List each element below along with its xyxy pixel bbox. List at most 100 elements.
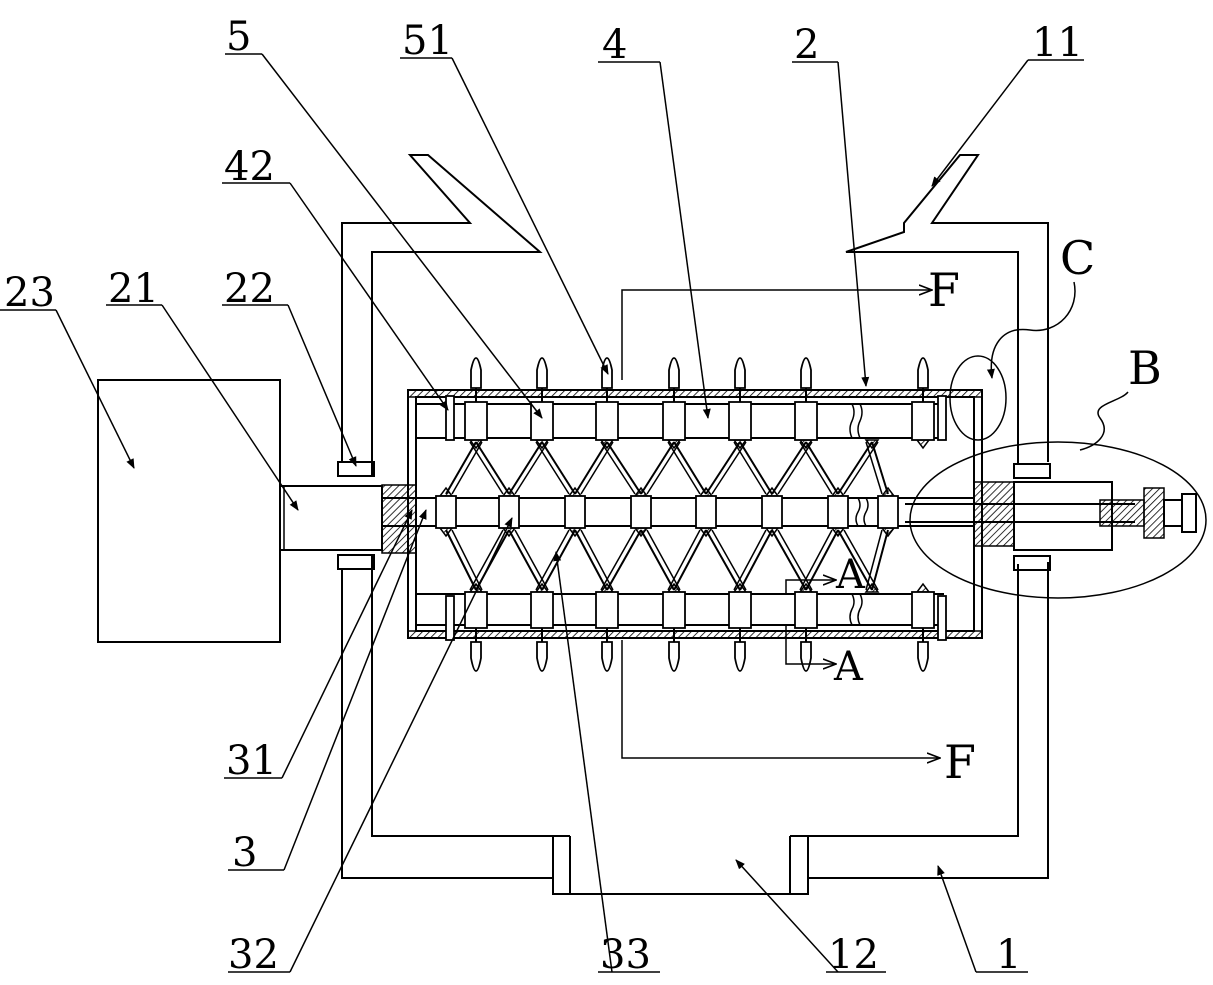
- lower-roller-block: [663, 592, 685, 628]
- lower-roller-block: [729, 592, 751, 628]
- lattice-link: [446, 530, 476, 590]
- upper-roller-block: [465, 402, 487, 440]
- pin-joint: [832, 528, 844, 536]
- central-shaft-block: [762, 496, 782, 528]
- pin-joint: [766, 528, 778, 536]
- label-33: 33: [600, 932, 651, 978]
- lattice-link: [452, 530, 482, 590]
- label-21: 21: [108, 266, 159, 312]
- lattice-link: [647, 442, 680, 494]
- label-42: 42: [224, 144, 275, 190]
- lattice-link: [838, 442, 872, 494]
- lower-spike: [602, 642, 612, 671]
- upper-roller-block: [795, 402, 817, 440]
- lattice-link: [668, 442, 700, 494]
- lattice-link: [641, 530, 674, 590]
- lower-roller-block: [596, 592, 618, 628]
- label-51: 51: [402, 18, 453, 64]
- central-shaft-block: [696, 496, 716, 528]
- lattice-link: [647, 530, 680, 590]
- label-12: 12: [828, 932, 879, 978]
- lattice-link: [515, 442, 548, 494]
- lattice-link: [674, 442, 706, 494]
- lattice-link: [509, 442, 542, 494]
- lattice-link: [575, 442, 607, 494]
- central-shaft-block: [631, 496, 651, 528]
- lower-shaft-end-flange: [446, 596, 454, 640]
- lattice-link: [641, 442, 674, 494]
- upper-spike: [537, 358, 547, 388]
- pin-joint: [635, 528, 647, 536]
- lower-spike: [471, 642, 481, 671]
- lattice-link: [734, 530, 766, 590]
- lattice-link: [446, 442, 476, 494]
- lattice-link: [452, 442, 482, 494]
- coupling-sleeve: [280, 462, 382, 569]
- lower-spike: [801, 642, 811, 671]
- lower-spike: [537, 642, 547, 671]
- lattice-link: [740, 442, 772, 494]
- lattice-link: [706, 530, 740, 590]
- lattice-link: [800, 442, 832, 494]
- label-11: 11: [1032, 20, 1083, 66]
- label-32: 32: [228, 932, 279, 978]
- upper-shaft-end-flange: [938, 396, 946, 440]
- label-B: B: [1128, 341, 1162, 395]
- lattice-link: [712, 442, 746, 494]
- lower-spike: [669, 642, 679, 671]
- lattice-link: [515, 530, 548, 590]
- lattice-link: [806, 530, 838, 590]
- lattice-link: [476, 442, 509, 494]
- label-2: 2: [794, 22, 819, 68]
- adjusting-screw-assembly: [905, 464, 1196, 570]
- pin-joint: [700, 528, 712, 536]
- upper-roller-block: [729, 402, 751, 440]
- central-shaft-block: [878, 496, 898, 528]
- lattice-link: [778, 530, 812, 590]
- upper-spike: [471, 358, 481, 388]
- label-4: 4: [602, 22, 627, 68]
- upper-roller-block: [596, 402, 618, 440]
- lattice-link: [470, 530, 503, 590]
- label-22: 22: [224, 266, 275, 312]
- lattice-link: [712, 530, 746, 590]
- lattice-link: [706, 442, 740, 494]
- central-shaft-block: [828, 496, 848, 528]
- lattice-link: [509, 530, 542, 590]
- central-shaft-block: [565, 496, 585, 528]
- upper-roller-block: [912, 402, 934, 440]
- lattice-link: [542, 442, 575, 494]
- label-23: 23: [4, 270, 55, 316]
- lattice-link: [581, 530, 613, 590]
- lattice-link: [844, 442, 878, 494]
- pin-joint: [882, 488, 894, 496]
- pin-joint: [440, 488, 452, 496]
- lattice-link: [806, 442, 838, 494]
- roller-blocks: [436, 396, 946, 640]
- label-5: 5: [226, 14, 251, 60]
- label-1: 1: [996, 932, 1021, 978]
- lattice-link: [470, 442, 503, 494]
- lattice-link: [601, 442, 635, 494]
- lower-roller-block: [912, 592, 934, 628]
- pin-joint: [917, 440, 929, 448]
- lattice-link: [734, 442, 766, 494]
- upper-roller-block: [663, 402, 685, 440]
- lower-spike: [918, 642, 928, 671]
- label-31: 31: [226, 738, 277, 784]
- section-label-A-bottom: A: [833, 644, 864, 690]
- section-label-A-top: A: [835, 552, 866, 598]
- pin-joint: [569, 528, 581, 536]
- lattice-link: [575, 530, 607, 590]
- lattice-link: [581, 442, 613, 494]
- lower-roller-block: [795, 592, 817, 628]
- upper-shaft-end-flange: [446, 396, 454, 440]
- lattice-link: [536, 530, 569, 590]
- lattice-link: [772, 530, 806, 590]
- section-label-F-bottom: F: [944, 735, 976, 789]
- lattice-link: [542, 530, 575, 590]
- lower-roller-block: [465, 592, 487, 628]
- motor-box: [98, 380, 280, 642]
- upper-spike: [918, 358, 928, 388]
